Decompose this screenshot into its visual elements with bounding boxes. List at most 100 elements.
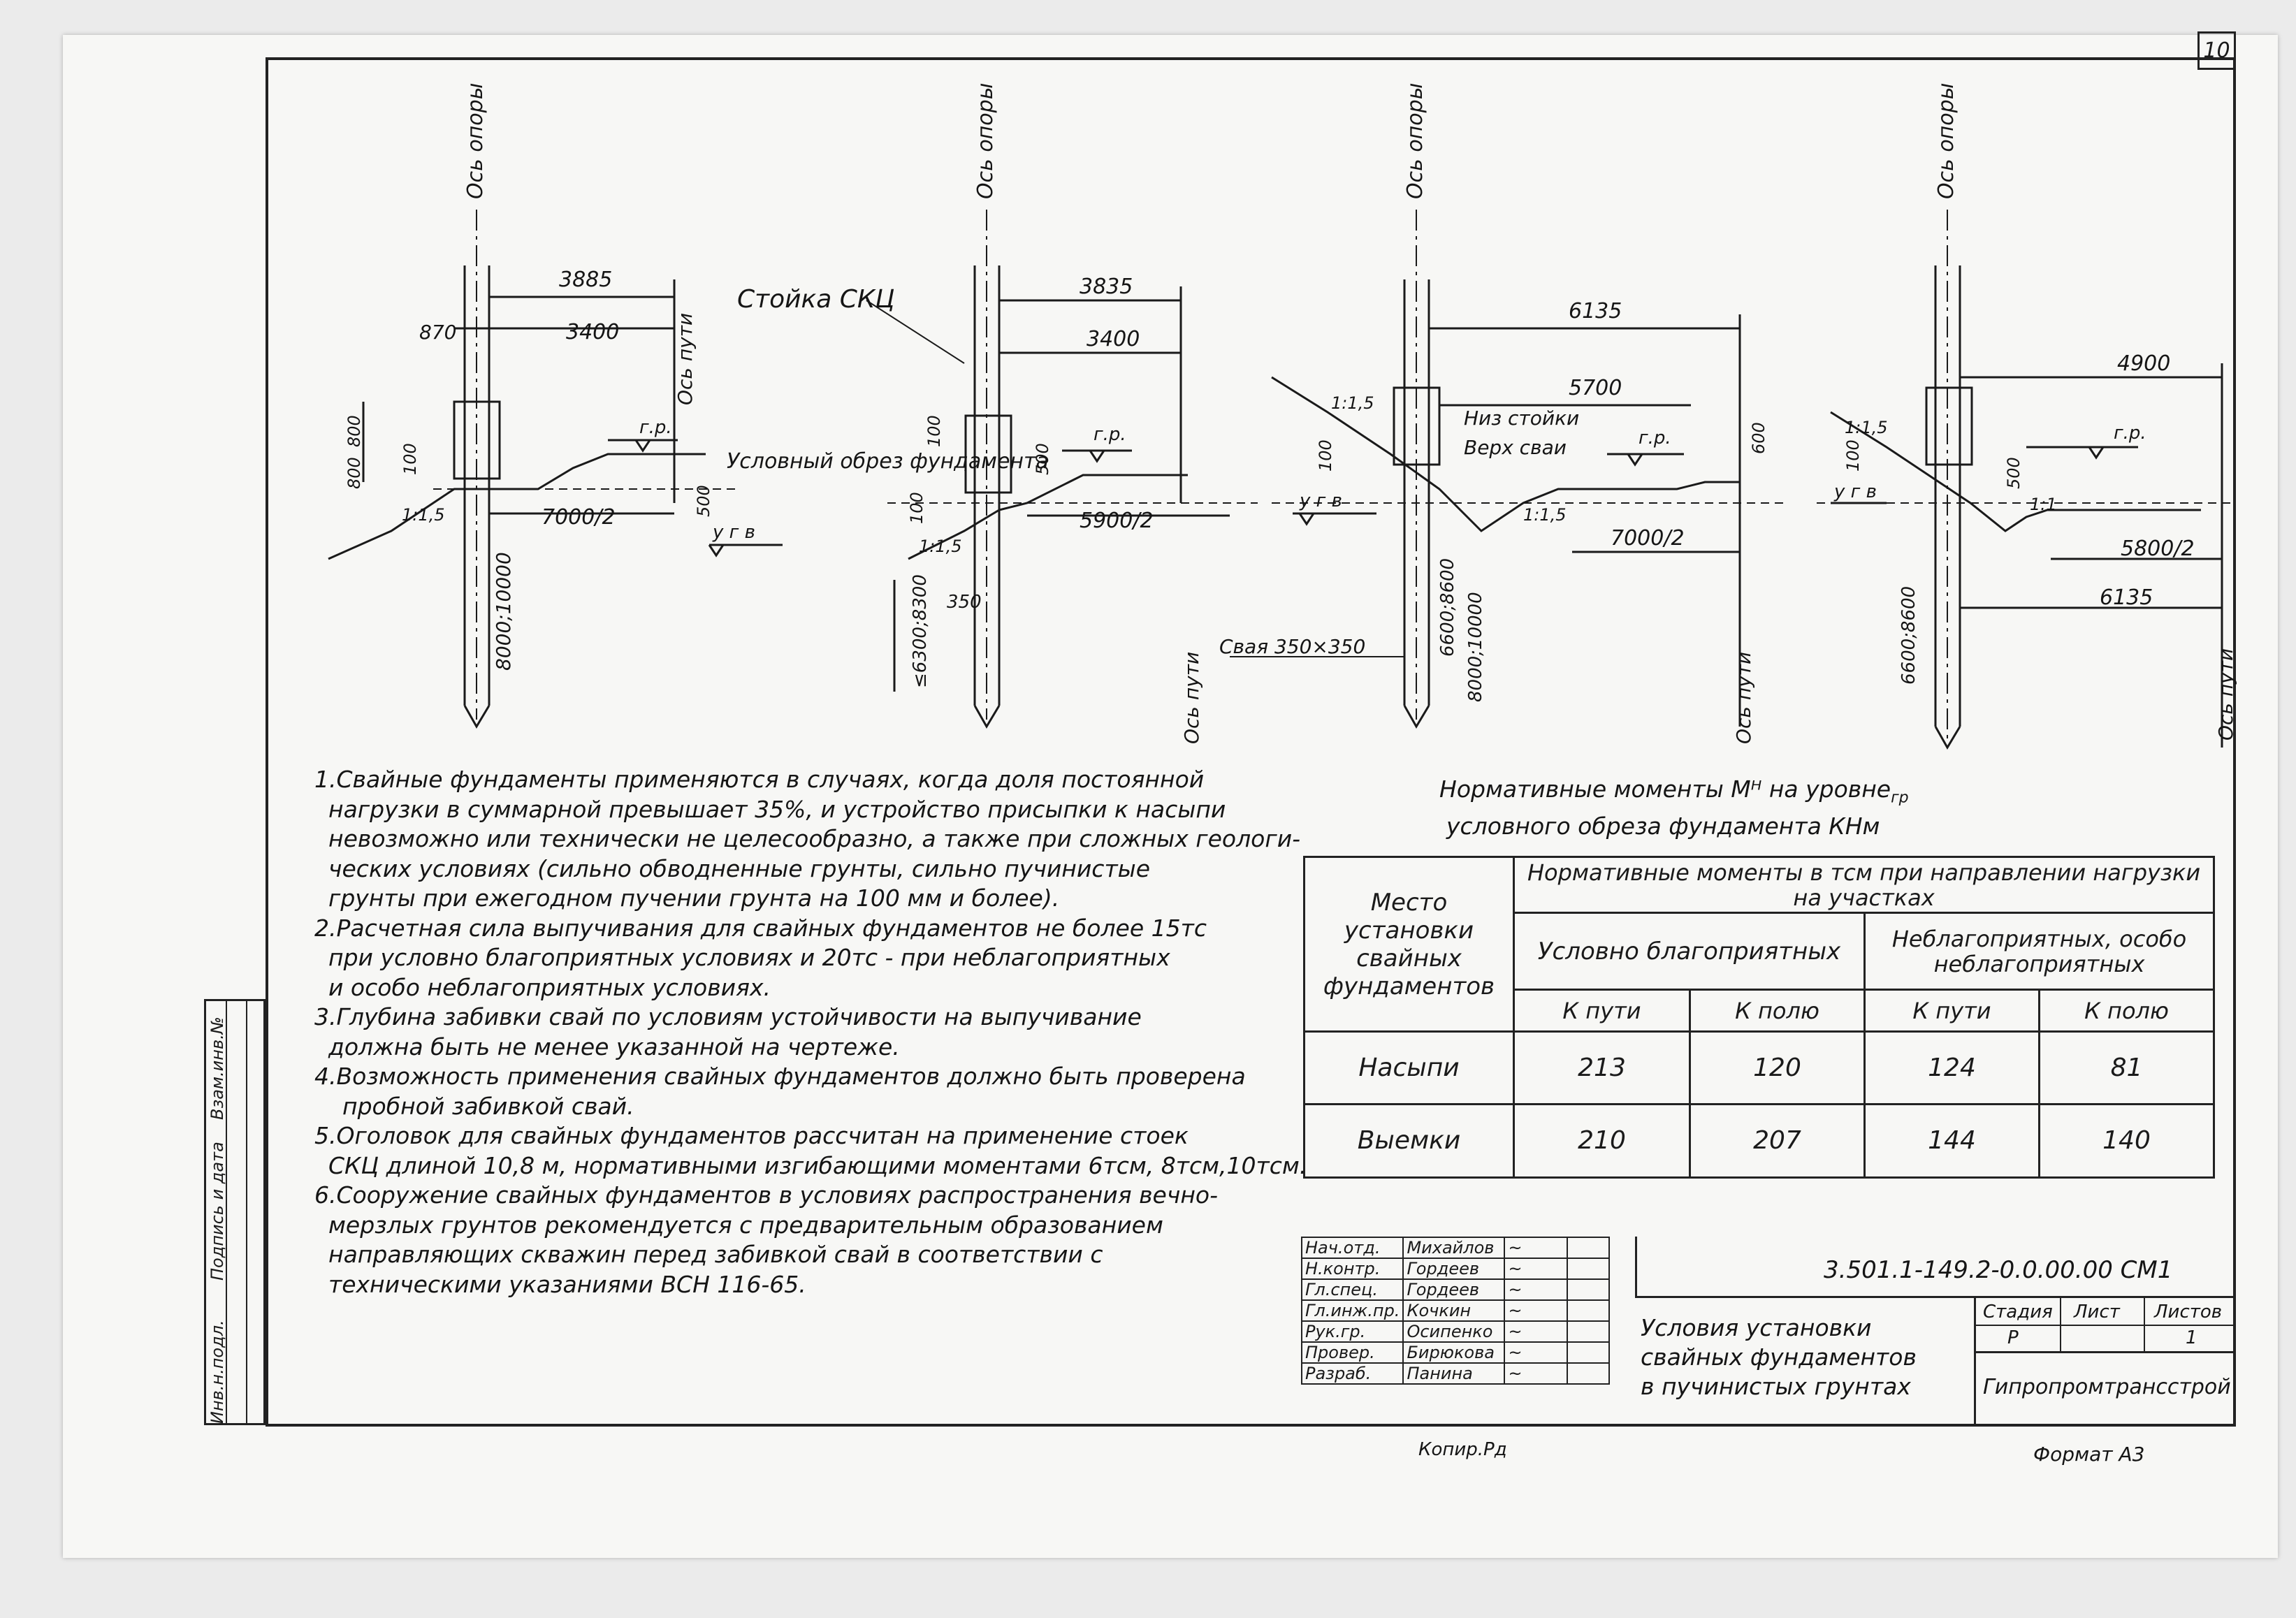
title-block: 3.501.1-149.2-0.0.00.00 СМ1 Условия уста…: [1635, 1237, 2236, 1427]
side-label-sign: Подпись и дата: [208, 1142, 227, 1281]
ugv-label-3: у г в: [1833, 481, 1877, 502]
table-row: Нач.отд.Михайлов~: [1300, 1237, 1611, 1259]
stamp-role: Провер.: [1300, 1341, 1404, 1364]
stamp-date: [1567, 1237, 1611, 1259]
row-value: 120: [1689, 1030, 1866, 1105]
row-value: 210: [1513, 1103, 1691, 1179]
rack-bottom-label: Низ стойки: [1464, 407, 1579, 430]
fig2-dim-pile-length: ≤6300;8300: [910, 574, 931, 688]
stamp-signature: ~: [1504, 1299, 1569, 1322]
fig1-dim-870: 870: [419, 321, 456, 344]
table-row: Н.контр.Гордеев~: [1300, 1258, 1611, 1280]
stamp-signature: ~: [1504, 1278, 1569, 1301]
page-number: 10: [2197, 31, 2236, 70]
fig2-dim-350: 350: [947, 592, 982, 613]
fig1-dim-pile-length: 8000;10000: [492, 552, 515, 671]
slope-label-2: 1:1,5: [919, 537, 962, 556]
pile-top-label: Верх сваи: [1464, 436, 1567, 459]
axis-support-label-4: Ось опоры: [1934, 83, 1959, 199]
stage-label: Стадия: [1983, 1302, 2053, 1322]
figure-2: [866, 210, 1258, 729]
stamp-signature: ~: [1504, 1341, 1569, 1364]
slope-label-3: 1:1,5: [1331, 393, 1374, 413]
stamp-name: Михайлов: [1402, 1237, 1506, 1259]
gr-label-1: г.р.: [639, 417, 672, 438]
fig4-dim-5800-2: 5800/2: [2121, 537, 2195, 561]
fig1-dim-800b: 800: [344, 457, 364, 489]
table-row: Гл.инж.пр.Кочкин~: [1300, 1299, 1611, 1322]
fig1-dim-3885: 3885: [559, 268, 612, 292]
stamp-role: Гл.спец.: [1300, 1278, 1404, 1301]
fig2-dim-500: 500: [1033, 443, 1052, 475]
fig2-dim-3835: 3835: [1080, 275, 1133, 299]
note-line: 4.Возможность применения свайных фундаме…: [314, 1063, 1246, 1090]
side-label-replace: Взам.инв.№: [208, 1016, 227, 1120]
row-value: 140: [2037, 1103, 2216, 1179]
gr-label-3: г.р.: [1639, 428, 1671, 449]
sub-header-2: Неблагоприятных, особо неблагоприятных: [1863, 912, 2216, 991]
title-line: Условия установки: [1641, 1314, 1872, 1341]
rack-label: Стойка СКЦ: [737, 285, 894, 314]
fig2-dim-5900-2: 5900/2: [1080, 509, 1154, 533]
stamp-date: [1567, 1320, 1611, 1343]
stage-value: Р: [2007, 1327, 2019, 1348]
note-line: техническими указаниями ВСН 116-65.: [328, 1270, 806, 1298]
axis-support-label-2: Ось опоры: [973, 83, 998, 199]
fig4-dim-4900: 4900: [2117, 351, 2170, 376]
base-label: Условный обрез фундамента: [727, 449, 1049, 474]
fig3-dim-6135: 6135: [1569, 299, 1622, 323]
stage-cell: Стадия Лист Листов Р 1 Гипропромтрансстр…: [1974, 1298, 2236, 1427]
fig4-dim-500: 500: [2004, 457, 2023, 489]
stage-value-row: [1976, 1325, 2236, 1353]
fig1-dim-800a: 800: [344, 415, 364, 447]
stamp-signature: ~: [1504, 1237, 1569, 1259]
side-col: [206, 1001, 227, 1423]
row-place: Выемки: [1303, 1103, 1515, 1179]
table-row: Насыпи 213 120 124 81: [1303, 1030, 2216, 1105]
note-line: направляющих скважин перед забивкой свай…: [328, 1241, 1103, 1268]
stamp-name: Осипенко: [1402, 1320, 1506, 1343]
row-value: 207: [1689, 1103, 1866, 1179]
fig1-dim-3400: 3400: [566, 320, 619, 344]
stamp-role: Нач.отд.: [1300, 1237, 1404, 1259]
document-title: Условия установки свайных фундаментов в …: [1641, 1313, 1917, 1401]
table-row: Выемки 210 207 144 140: [1303, 1103, 2216, 1179]
axis-track-label-3: Ось пути: [1732, 652, 1755, 744]
note-line: нагрузки в суммарной превышает 35%, и ус…: [328, 795, 1226, 823]
stamp-date: [1567, 1341, 1611, 1364]
stamp-role: Рук.гр.: [1300, 1320, 1404, 1343]
fig4-dim-pile-length: 6600;8600: [1898, 586, 1919, 685]
sheets-label: Листов: [2154, 1302, 2223, 1322]
ugv-label-2: у г в: [1299, 490, 1342, 511]
fig3-dim-5700: 5700: [1569, 376, 1622, 400]
stamp-date: [1567, 1362, 1611, 1385]
stamp-date: [1567, 1258, 1611, 1280]
fig3-dim-pile-b: 8000;10000: [1465, 592, 1486, 702]
figure-1: [328, 210, 783, 729]
general-notes: 1.Свайные фундаменты применяются в случа…: [314, 765, 1307, 1299]
stamp-role: Н.контр.: [1300, 1258, 1404, 1280]
fig3-dim-100: 100: [1316, 439, 1335, 472]
organization: Гипропромтрансстрой: [1983, 1375, 2231, 1399]
stage-divider: [2060, 1298, 2061, 1351]
fig4-dim-6135: 6135: [2100, 585, 2153, 610]
stamp-signature: ~: [1504, 1320, 1569, 1343]
gr-label-2: г.р.: [1093, 424, 1126, 445]
stage-header-row: [1976, 1298, 2236, 1326]
figure-4: [1817, 210, 2236, 750]
fig3-dim-pile-a: 6600;8600: [1437, 558, 1458, 657]
axis-track-label-4: Ось пути: [2214, 648, 2237, 741]
stamp-date: [1567, 1299, 1611, 1322]
stamp-name: Гордеев: [1402, 1258, 1506, 1280]
figure-3: [1230, 210, 1789, 729]
note-line: должна быть не менее указанной на чертеж…: [328, 1033, 900, 1061]
axis-track-label-2: Ось пути: [1180, 652, 1203, 744]
note-line: и особо неблагоприятных условиях.: [328, 973, 771, 1001]
moments-title: Нормативные моменты Мᴴ на уровнегр услов…: [1439, 775, 1909, 840]
note-line: ческих условиях (сильно обводненные грун…: [328, 854, 1151, 882]
document-code: 3.501.1-149.2-0.0.00.00 СМ1: [1824, 1256, 2173, 1284]
note-line: грунты при ежегодном пучении грунта на 1…: [328, 884, 1060, 912]
stamp-signature: ~: [1504, 1362, 1569, 1385]
pile-label: Свая 350×350: [1219, 635, 1365, 658]
fig2-dim-100b: 100: [907, 492, 927, 524]
